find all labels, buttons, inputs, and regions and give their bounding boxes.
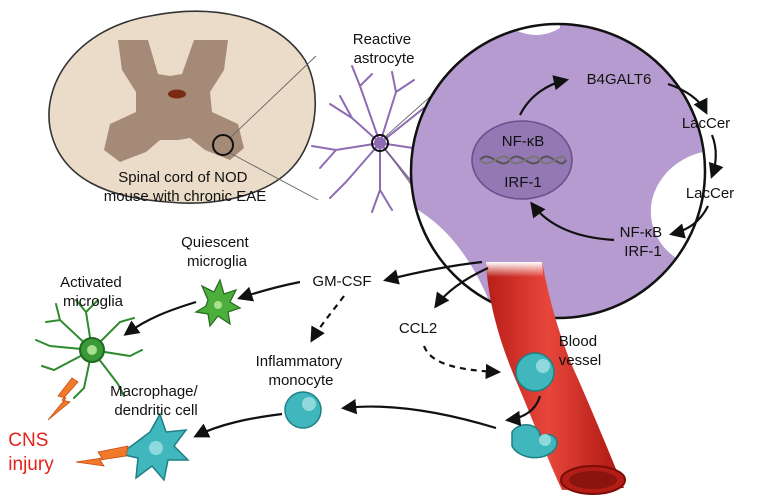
grey-matter [104, 40, 244, 162]
activated-microglia [35, 299, 143, 399]
zoom-circle-small [212, 134, 234, 156]
lightning-bolt-upper [47, 377, 79, 421]
monocyte-transmigrating [511, 424, 558, 459]
blood-vessel [486, 262, 626, 495]
reactive-astrocyte-label: Reactive astrocyte [353, 31, 416, 67]
spinal-cord-label: Spinal cord of NOD mouse with chronic EA… [104, 169, 267, 205]
signal-arrows [123, 260, 502, 438]
laccer-top-label: LacCer [682, 115, 730, 132]
activated-microglia-label: Activated microglia [60, 274, 126, 310]
irf1-nucleus-label: IRF-1 [504, 174, 542, 191]
nfkb-nucleus-label: NF-κB [502, 133, 545, 150]
nfkb-bottom-label: NF-κB IRF-1 [620, 224, 667, 260]
central-canal [168, 89, 186, 99]
zoom-circle-astrocyte [371, 134, 389, 152]
macrophage-dendritic-cell [118, 412, 190, 482]
spinal-cord-section [48, 10, 319, 204]
extravasation-arrow [504, 395, 542, 427]
blood-vessel-label: Blood vessel [559, 333, 602, 369]
lightning-bolt-lower [75, 445, 129, 467]
laccer-mid-label: LacCer [686, 185, 734, 202]
macrophage-label: Macrophage/ dendritic cell [110, 383, 202, 419]
b4galt6-label: B4GALT6 [587, 71, 652, 88]
astrocyte-zoom-view [409, 22, 707, 320]
quiescent-microglia-label: Quiescent microglia [181, 234, 253, 270]
quiescent-microglia [194, 278, 242, 328]
monocyte-in-vessel [515, 352, 555, 392]
nucleus [471, 120, 573, 200]
ccl2-label: CCL2 [399, 320, 437, 337]
pathway-arrows [519, 75, 724, 242]
gmcsf-label: GM-CSF [312, 273, 371, 290]
inflammatory-monocyte [284, 391, 322, 429]
inflammatory-monocyte-label: Inflammatory monocyte [256, 353, 347, 389]
cns-injury-label: CNS injury [8, 430, 54, 475]
zoom-circle-large [409, 22, 707, 320]
